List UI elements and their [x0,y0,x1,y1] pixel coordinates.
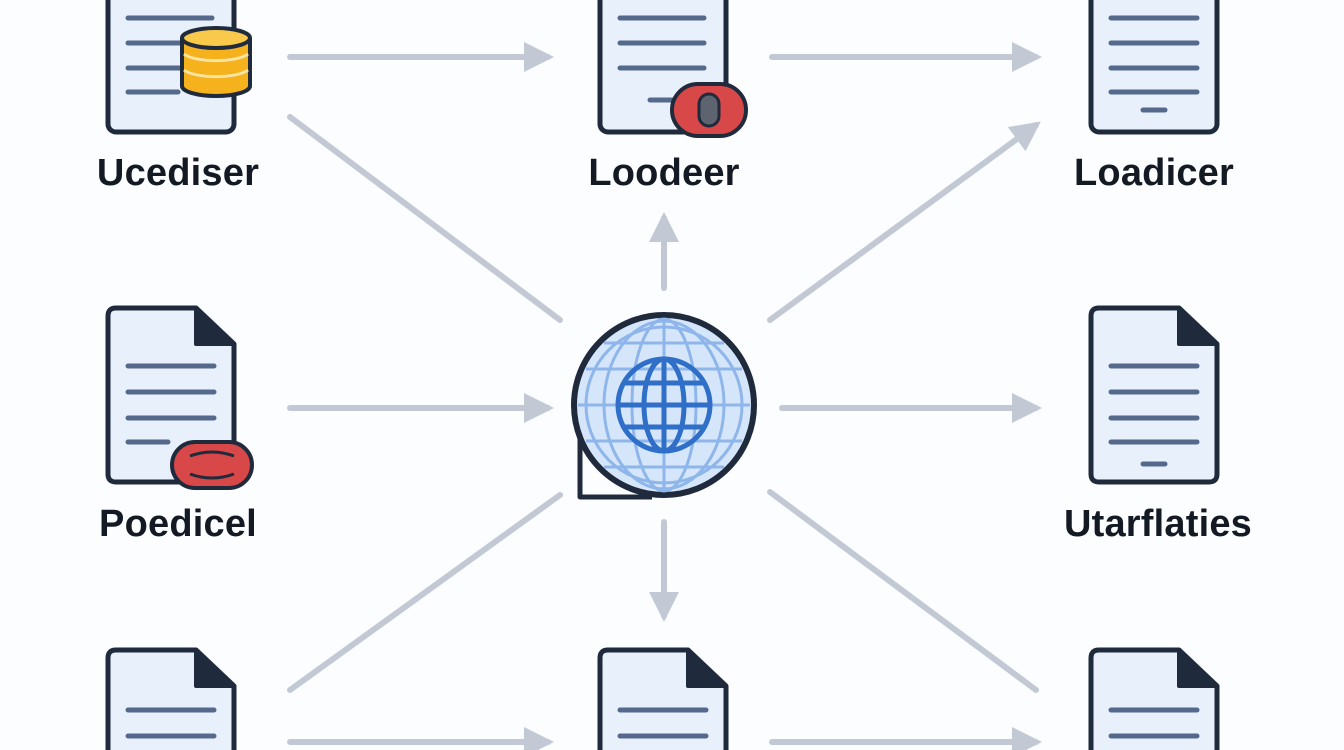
red-badge-icon [670,82,748,138]
red-badge-icon [170,440,254,490]
document-icon [1088,647,1220,750]
document-icon [597,0,748,138]
document-icon [105,305,254,490]
arrow-hub-to-bottomleft [287,492,563,693]
tablet-document-icon [1088,305,1220,485]
database-icon [180,26,252,98]
globe-icon [571,312,757,500]
document-icon [597,647,729,750]
node-label-mid-left: Poedicel [99,503,257,545]
arrow-hub-to-bottomright [767,489,1039,693]
arrows [287,42,1042,750]
node-label-top-left: Ucediser [96,152,260,194]
arrow-hub-to-topright [767,121,1041,323]
document-icon [105,0,252,135]
node-label-top-right: Loadicer [1074,152,1234,194]
document-icon [105,647,237,750]
tablet-document-icon [1088,0,1220,135]
node-label-mid-right: Utarflaties [1063,503,1253,545]
arrow-topleft-to-hub [287,114,563,323]
node-label-top-center: Loodeer [588,152,740,194]
